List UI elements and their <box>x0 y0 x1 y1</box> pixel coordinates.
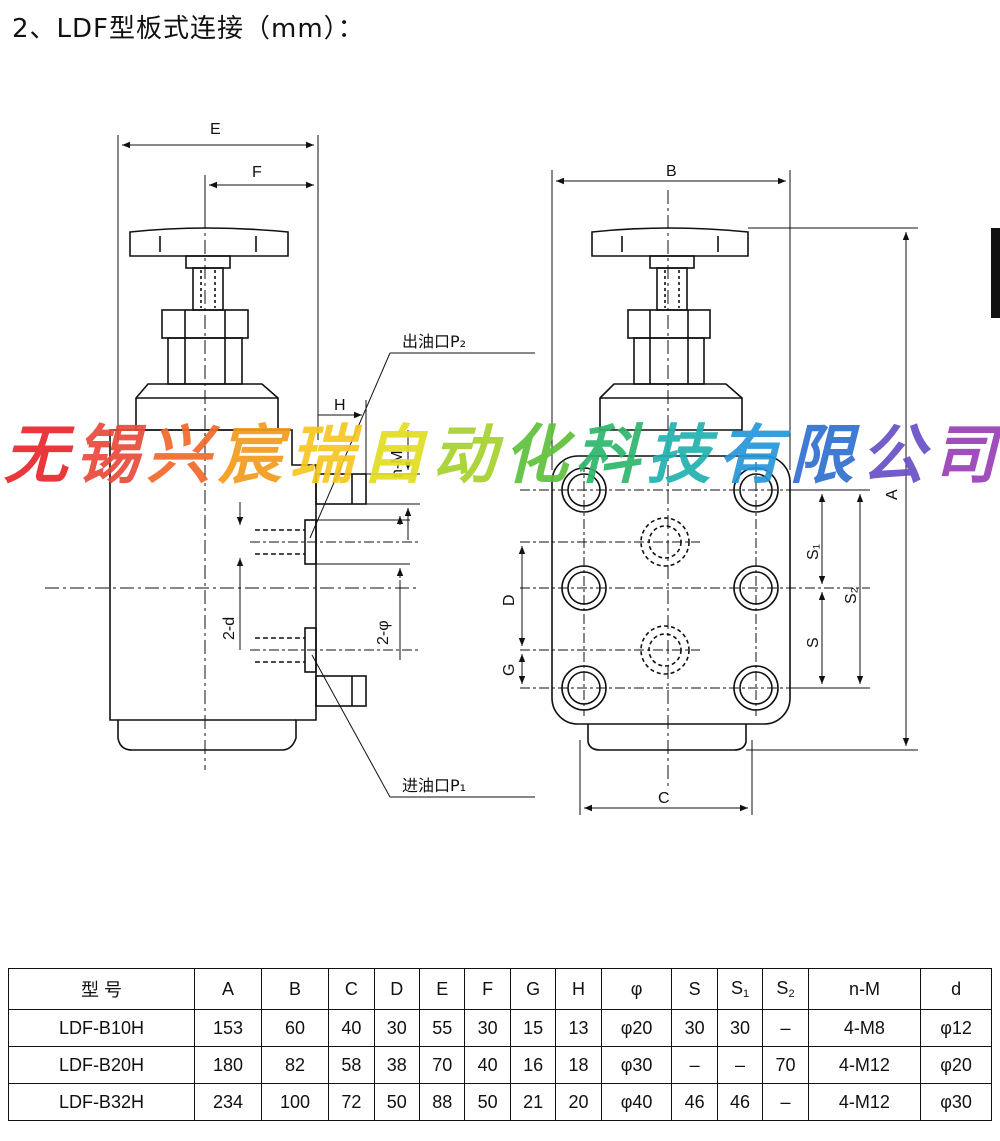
label-s1: S₁ <box>805 544 822 560</box>
table-header-cell: G <box>509 968 557 1010</box>
table-cell: 50 <box>464 1083 511 1121</box>
table-cell: – <box>716 1046 764 1084</box>
table-cell: 55 <box>418 1009 466 1047</box>
table-header-cell: F <box>464 968 511 1010</box>
table-header-cell: A <box>193 968 263 1010</box>
label-h: H <box>334 397 346 414</box>
table-header-cell: S1 <box>716 968 764 1010</box>
table-cell: 4-M12 <box>807 1046 922 1084</box>
table-cell: φ20 <box>920 1046 992 1084</box>
table-cell: 88 <box>418 1083 466 1121</box>
label-outlet-p2: 出油口P₂ <box>402 332 466 351</box>
label-s2: S₂ <box>843 587 860 604</box>
label-g: G <box>501 664 518 676</box>
label-e: E <box>210 121 221 138</box>
table-header-cell: φ <box>600 968 673 1010</box>
table-cell: 4-M8 <box>807 1009 922 1047</box>
table-header-cell: 型 号 <box>8 968 195 1010</box>
table-cell: 30 <box>464 1009 511 1047</box>
table-cell: φ30 <box>920 1083 992 1121</box>
table-cell: 21 <box>509 1083 557 1121</box>
valve-drawing: E F H n-M 2-d 2-φ 出油口P₂ 进油口P₁ <box>45 121 918 815</box>
table-cell: 46 <box>671 1083 718 1121</box>
front-view-labels: B A S₁ S S₂ D G C <box>501 163 901 807</box>
table-cell: 60 <box>261 1009 330 1047</box>
table-header-cell: S2 <box>762 968 809 1010</box>
table-cell: 40 <box>464 1046 511 1084</box>
page-title: 2、LDF型板式连接（mm）： <box>12 14 365 44</box>
table-cell: 30 <box>373 1009 420 1047</box>
edge-bar <box>991 228 1000 318</box>
label-d: D <box>501 594 518 606</box>
table-cell: 234 <box>193 1083 263 1121</box>
table-header-cell: d <box>920 968 992 1010</box>
label-2-d: 2-d <box>221 617 238 640</box>
label-b: B <box>666 163 677 180</box>
table-cell: φ12 <box>920 1009 992 1047</box>
table-cell: 18 <box>555 1046 602 1084</box>
label-a: A <box>884 489 901 500</box>
table-cell: φ40 <box>600 1083 673 1121</box>
table-header-cell: B <box>261 968 330 1010</box>
table-cell: 20 <box>555 1083 602 1121</box>
table-cell: LDF-B10H <box>8 1009 195 1047</box>
table-cell: φ20 <box>600 1009 673 1047</box>
label-f: F <box>252 164 262 181</box>
table-cell: 16 <box>509 1046 557 1084</box>
table-cell: 46 <box>716 1083 764 1121</box>
label-n-m: n-M <box>389 450 406 478</box>
table-cell: 4-M12 <box>807 1083 922 1121</box>
table-header-cell: E <box>418 968 466 1010</box>
table-cell: 100 <box>261 1083 330 1121</box>
table-cell: 82 <box>261 1046 330 1084</box>
table-header-cell: C <box>328 968 375 1010</box>
table-cell: 50 <box>373 1083 420 1121</box>
table-cell: 58 <box>328 1046 375 1084</box>
table-cell: LDF-B20H <box>8 1046 195 1084</box>
table-cell: 180 <box>193 1046 263 1084</box>
table-cell: 72 <box>328 1083 375 1121</box>
table-cell: 40 <box>328 1009 375 1047</box>
side-view <box>45 135 535 798</box>
table-cell: 38 <box>373 1046 420 1084</box>
table-cell: φ30 <box>600 1046 673 1084</box>
label-inlet-p1: 进油口P₁ <box>402 776 466 795</box>
table-cell: – <box>671 1046 718 1084</box>
table-cell: 30 <box>716 1009 764 1047</box>
table-cell: LDF-B32H <box>8 1083 195 1121</box>
front-view <box>518 170 918 815</box>
table-cell: – <box>762 1083 809 1121</box>
table-header-cell: S <box>671 968 718 1010</box>
table-header-cell: H <box>555 968 602 1010</box>
table-header-cell: n-M <box>807 968 922 1010</box>
table-cell: 13 <box>555 1009 602 1047</box>
table-cell: 15 <box>509 1009 557 1047</box>
table-header-cell: D <box>373 968 420 1010</box>
label-2-phi: 2-φ <box>375 620 392 645</box>
label-c: C <box>658 790 670 807</box>
label-s: S <box>805 637 822 648</box>
table-cell: 70 <box>418 1046 466 1084</box>
table-cell: 153 <box>193 1009 263 1047</box>
table-cell: 30 <box>671 1009 718 1047</box>
table-cell: – <box>762 1009 809 1047</box>
table-cell: 70 <box>762 1046 809 1084</box>
side-view-labels: E F H n-M 2-d 2-φ 出油口P₂ 进油口P₁ <box>210 121 466 795</box>
